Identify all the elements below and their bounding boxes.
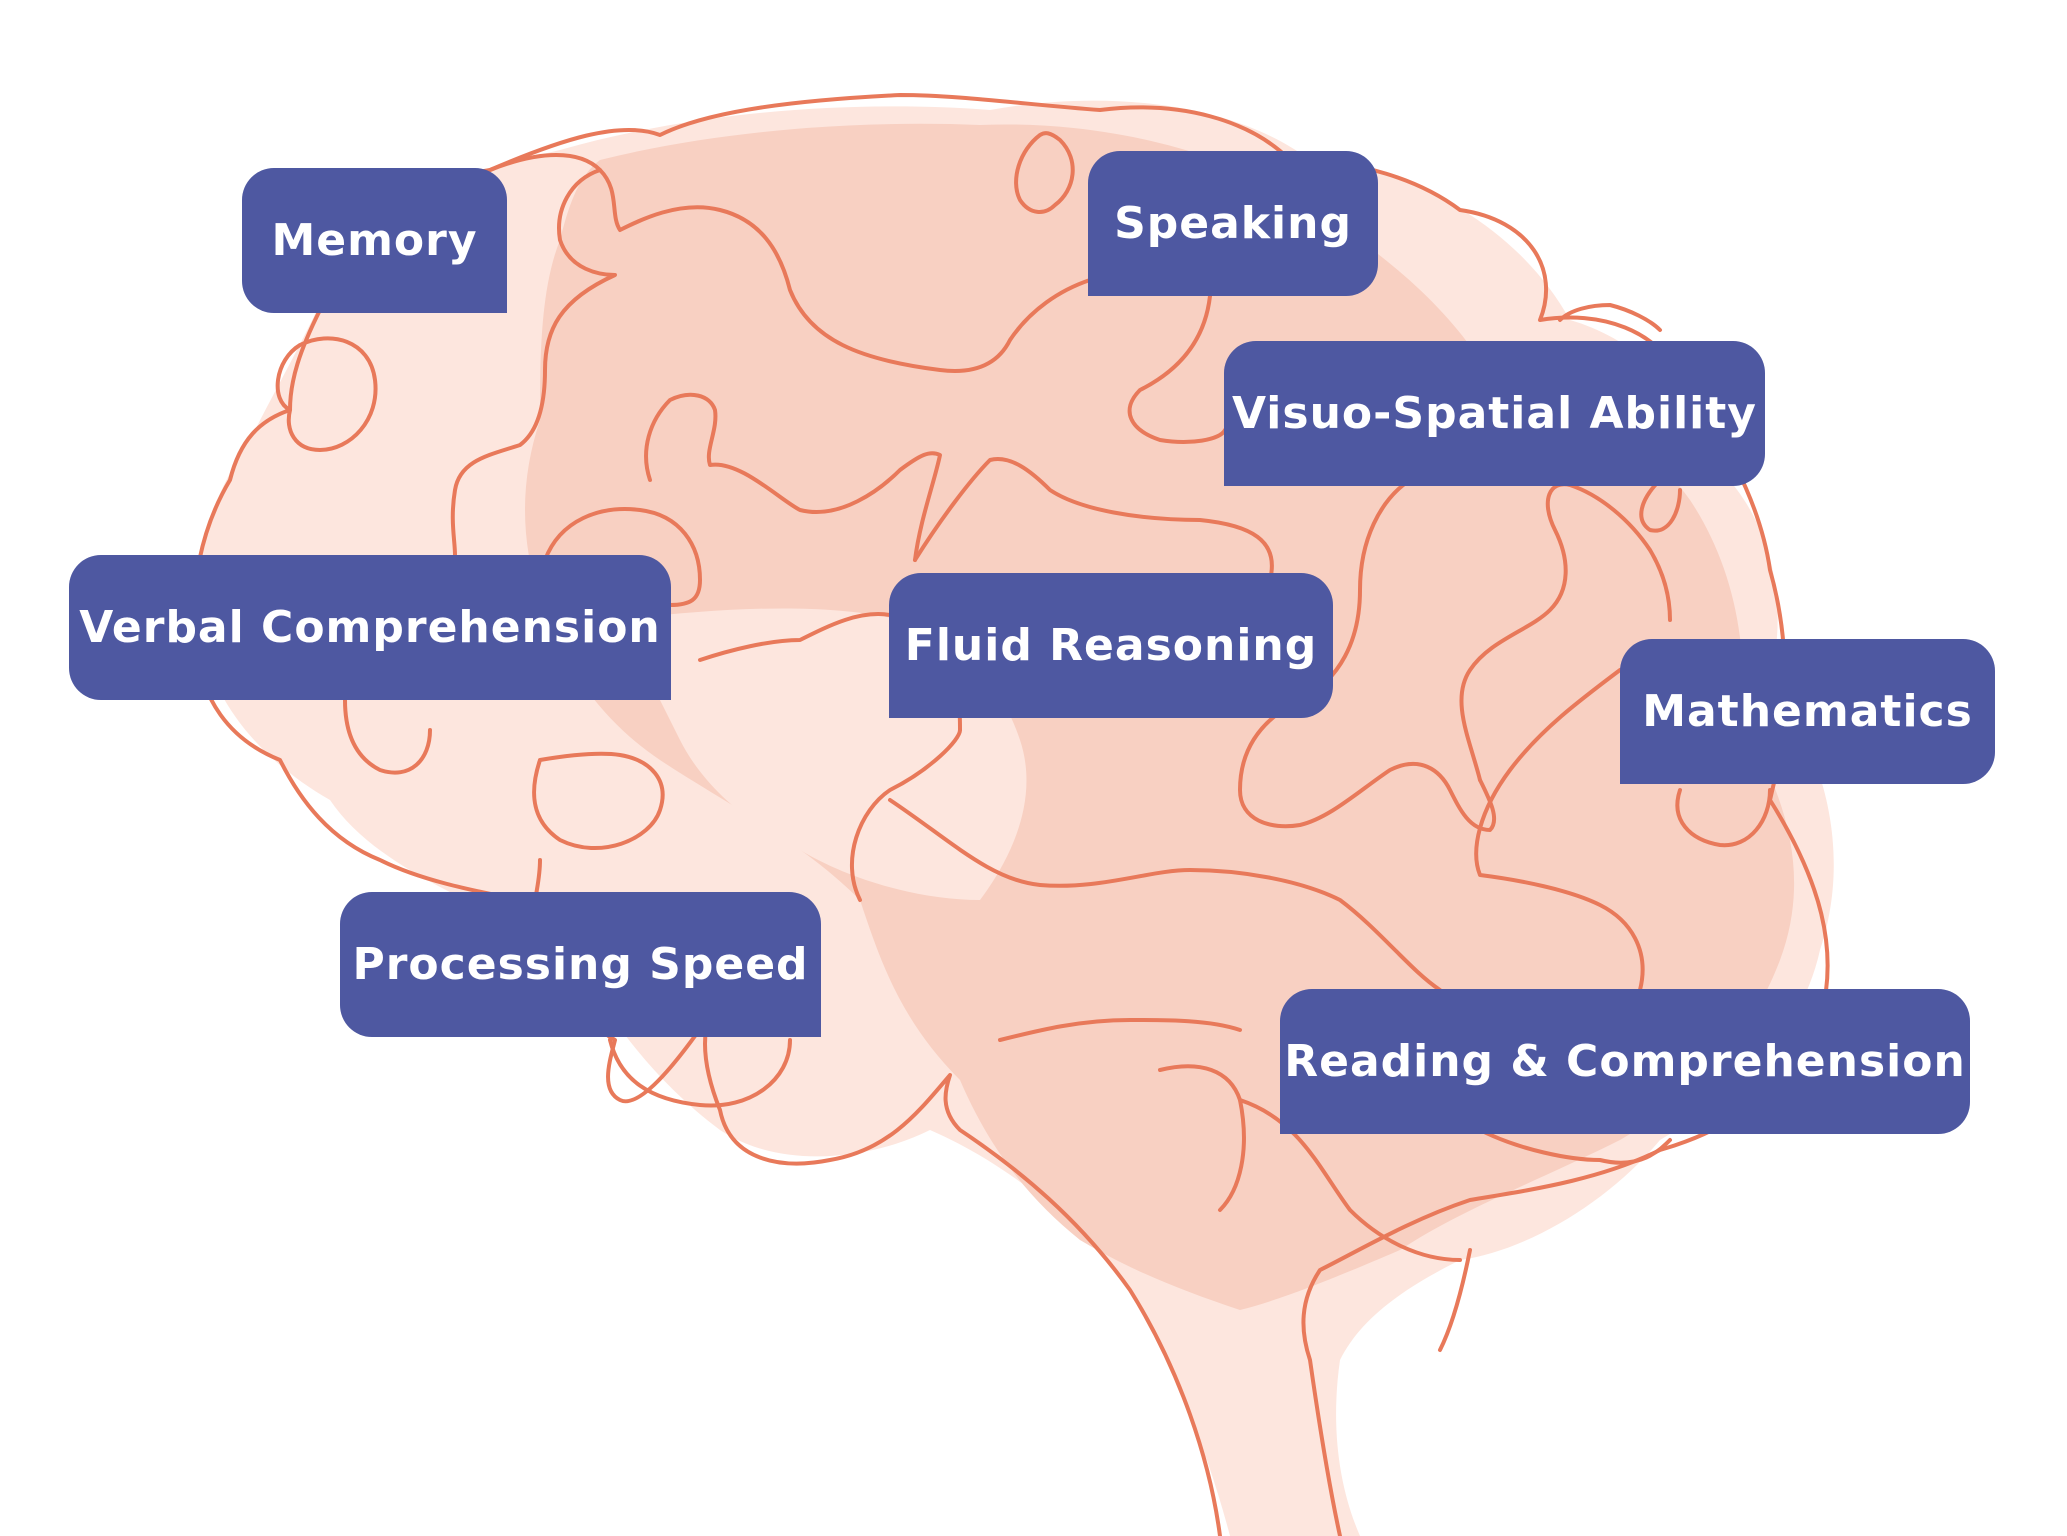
verbal-comprehension-label: Verbal Comprehension	[69, 555, 671, 700]
mathematics-label: Mathematics	[1620, 639, 1995, 784]
reading-comprehension-label: Reading & Comprehension	[1280, 989, 1970, 1134]
fluid-reasoning-label: Fluid Reasoning	[889, 573, 1333, 718]
visuo-spatial-label: Visuo-Spatial Ability	[1224, 341, 1765, 486]
memory-label: Memory	[242, 168, 507, 313]
processing-speed-label: Processing Speed	[340, 892, 821, 1037]
speaking-label: Speaking	[1088, 151, 1378, 296]
